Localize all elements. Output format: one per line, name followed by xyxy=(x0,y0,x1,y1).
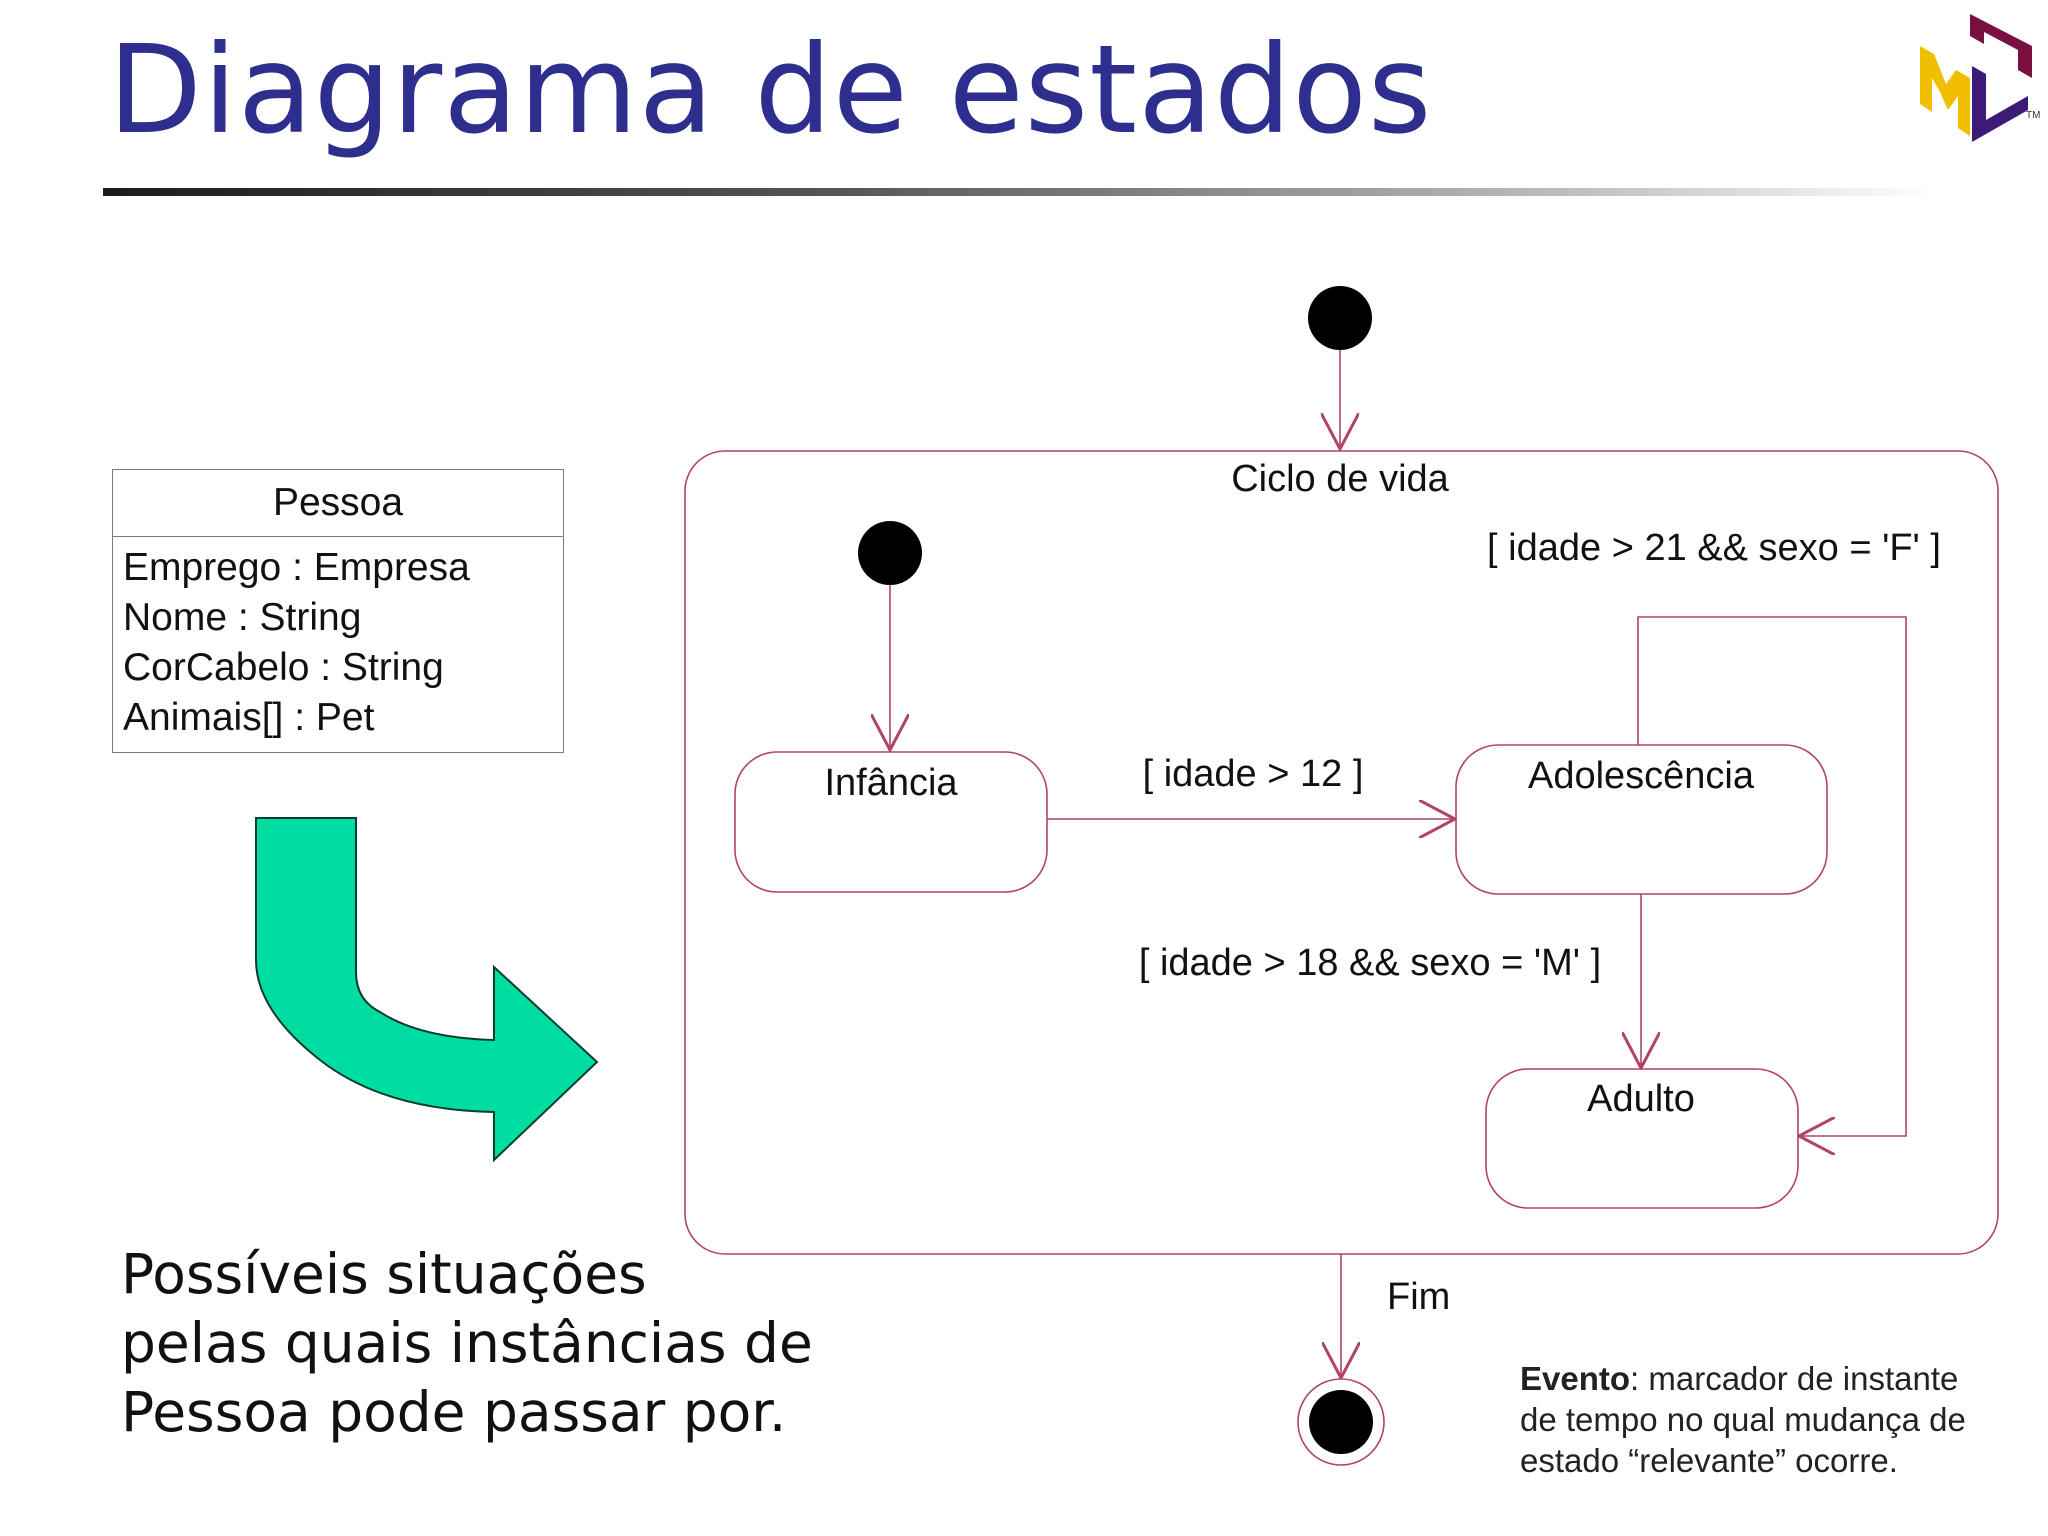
class-name: Pessoa xyxy=(113,470,563,537)
class-attribute: CorCabelo : String xyxy=(123,646,444,689)
page-title: Diagrama de estados xyxy=(108,19,1433,161)
note-separator: : xyxy=(1630,1360,1640,1397)
transition-label-fim: Fim xyxy=(1387,1276,1450,1318)
state-label-adolescencia: Adolescência xyxy=(1528,755,1755,797)
state-label-infancia: Infância xyxy=(824,762,958,804)
note-line: Evento: marcador de instante xyxy=(1520,1358,2040,1399)
initial-state-inner xyxy=(858,521,922,585)
caption-line: Pessoa pode passar por. xyxy=(121,1380,787,1444)
final-state-core xyxy=(1309,1390,1373,1454)
uml-logo-m xyxy=(1920,46,1970,136)
initial-state-outer xyxy=(1308,286,1372,350)
class-attribute: Nome : String xyxy=(123,596,362,639)
class-attribute: Animais[] : Pet xyxy=(123,696,375,739)
note-line: de tempo no qual mudança de xyxy=(1520,1401,1966,1438)
caption-line: pelas quais instâncias de xyxy=(121,1311,813,1375)
note-term: Evento xyxy=(1520,1360,1631,1397)
class-attributes: Emprego : Empresa Nome : String CorCabel… xyxy=(113,537,563,743)
note-line: estado “relevante” ocorre. xyxy=(1520,1442,1898,1479)
uml-logo-l xyxy=(1972,66,2028,142)
caption: Possíveis situações pelas quais instânci… xyxy=(121,1240,881,1447)
guard-idade-21-f: [ idade > 21 && sexo = 'F' ] xyxy=(1487,527,1941,569)
uml-logo-u xyxy=(1970,14,2032,78)
state-infancia xyxy=(734,751,1048,893)
title-divider xyxy=(103,188,1933,196)
note-text: marcador de instante xyxy=(1639,1360,1959,1397)
class-attribute: Emprego : Empresa xyxy=(123,546,470,589)
transition-adolescencia-adulto-f xyxy=(1637,616,1907,1136)
evento-note: Evento: marcador de instante de tempo no… xyxy=(1520,1358,2040,1481)
guard-idade-18-m: [ idade > 18 && sexo = 'M' ] xyxy=(1139,942,1601,984)
class-box-pessoa: Pessoa Emprego : Empresa Nome : String C… xyxy=(112,469,564,753)
curved-arrow-icon xyxy=(255,817,599,1163)
uml-logo-trademark: TM xyxy=(2026,110,2040,121)
guard-idade-12: [ idade > 12 ] xyxy=(1143,753,1364,795)
caption-line: Possíveis situações xyxy=(121,1242,647,1306)
state-label-adulto: Adulto xyxy=(1587,1078,1695,1120)
uml-logo: TM xyxy=(1920,14,2040,142)
composite-state-label: Ciclo de vida xyxy=(1231,458,1449,500)
